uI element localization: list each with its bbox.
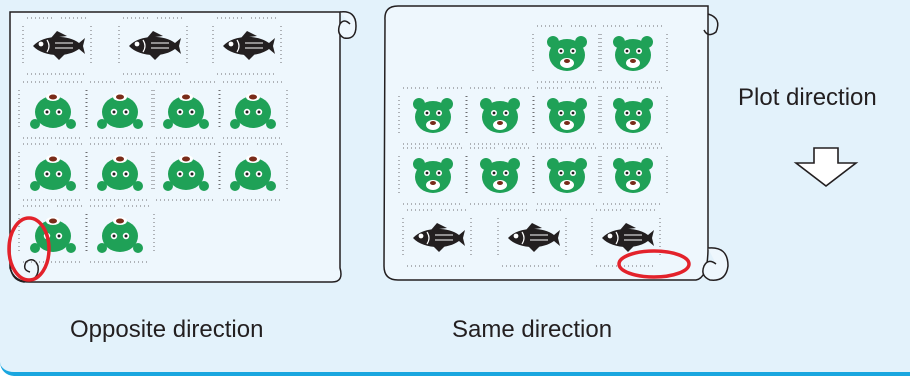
opposite-direction-caption: Opposite direction (70, 316, 263, 344)
right-sheet (384, 6, 728, 280)
same-direction-caption: Same direction (452, 316, 612, 344)
down-arrow-icon (796, 148, 856, 186)
plot-direction-label: Plot direction (738, 84, 877, 112)
left-sheet (9, 12, 356, 282)
